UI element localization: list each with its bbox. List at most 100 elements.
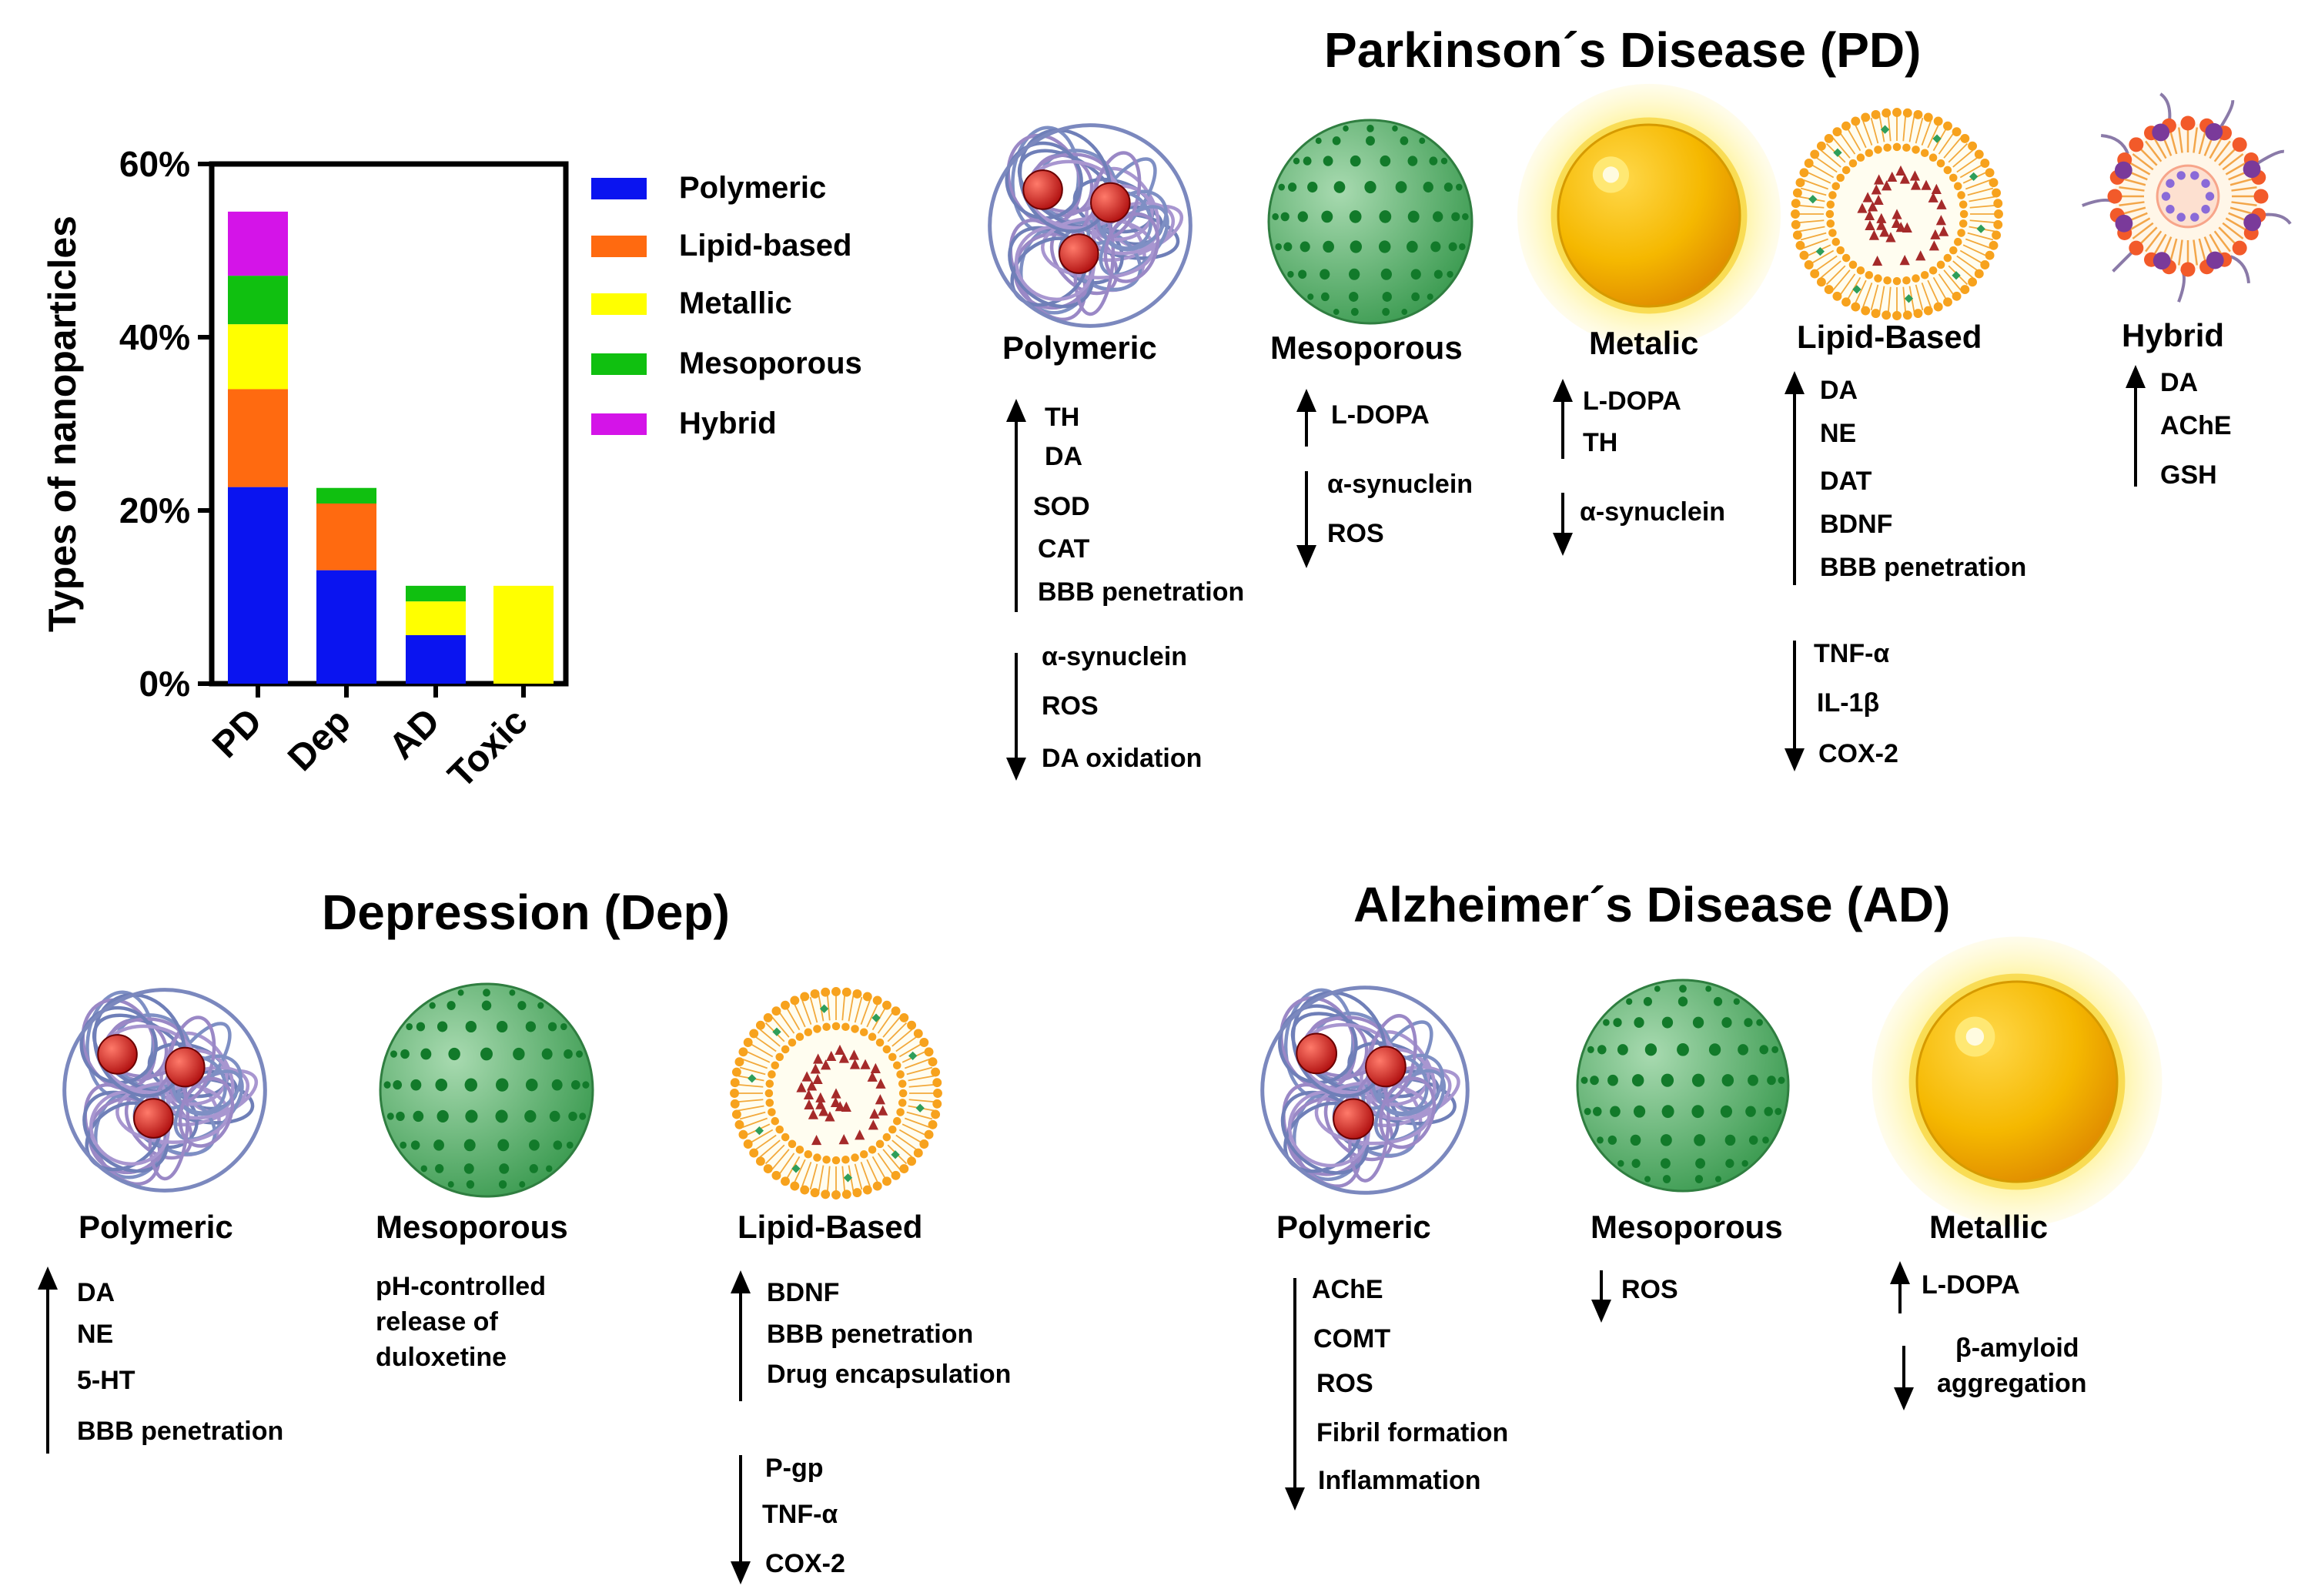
membrane-protein <box>891 1150 900 1159</box>
lipid-head <box>1953 182 1962 191</box>
pore <box>1713 996 1723 1006</box>
pore <box>1429 156 1438 166</box>
ad-mesoporous-down-arrow-head <box>1591 1300 1611 1323</box>
legend-label: Metallic <box>679 286 792 320</box>
drug-cargo <box>1887 171 1898 182</box>
lipid-head <box>1841 166 1851 175</box>
pore <box>1410 269 1421 280</box>
lipid-head <box>1920 270 1929 279</box>
lipid-head <box>731 1067 741 1077</box>
lipid-head <box>730 1099 740 1109</box>
pd-lipid-down-effect: COX-2 <box>1818 739 1898 768</box>
lipid-head <box>1836 246 1845 255</box>
lipid-head <box>841 1189 851 1200</box>
pore <box>1617 1044 1628 1056</box>
pore <box>1607 1135 1617 1145</box>
pore <box>529 1139 540 1151</box>
pore <box>1634 1017 1644 1029</box>
lipid-head <box>768 1070 776 1079</box>
lipid-tail <box>2229 177 2256 186</box>
lipid-head <box>810 1188 820 1198</box>
lipid-tail <box>2119 186 2145 192</box>
pore <box>1654 985 1661 992</box>
lipid-head <box>738 1129 748 1139</box>
pd-title: Parkinson´s Disease (PD) <box>1324 22 1922 78</box>
drug-bead <box>1090 182 1131 223</box>
pore <box>1280 212 1289 222</box>
pd-mesoporous-label: Mesoporous <box>1270 330 1463 366</box>
pore <box>1320 269 1330 280</box>
legend-label: Lipid-based <box>679 229 852 263</box>
lipid-tail <box>841 994 846 1021</box>
pd-polymeric-up-arrow-head <box>1006 399 1026 422</box>
pore <box>1333 181 1346 193</box>
pd-lipid-up-effect: BDNF <box>1820 510 1893 539</box>
pore <box>406 1022 413 1031</box>
membrane-protein <box>1833 148 1842 157</box>
drug-cargo <box>1930 229 1941 239</box>
x-tick-label: PD <box>205 701 270 766</box>
pore <box>1607 1074 1618 1086</box>
pd-mesoporous-down-effect: ROS <box>1327 519 1384 548</box>
pore <box>1764 1106 1773 1116</box>
lipid-tail <box>1870 284 1879 311</box>
pore <box>1448 242 1457 252</box>
pore <box>1288 182 1297 192</box>
lipid-tail <box>1956 255 1979 272</box>
pore <box>1587 1046 1594 1054</box>
lipid-tail <box>1887 286 1892 313</box>
lipid-tail <box>2120 177 2146 186</box>
pore <box>1298 269 1307 279</box>
pd-polymeric-up-effect: BBB penetration <box>1038 577 1245 607</box>
lipid-head <box>852 1188 862 1198</box>
lipid-head <box>928 1057 938 1067</box>
lipid-head <box>800 1185 810 1195</box>
pore <box>386 1113 394 1120</box>
pore <box>1323 156 1333 166</box>
membrane-protein <box>908 1051 918 1061</box>
pore <box>579 1113 587 1120</box>
lipid-tail <box>898 1129 923 1144</box>
drug-cargo <box>2205 192 2215 201</box>
legend-swatch <box>591 293 647 315</box>
legend-label: Hybrid <box>679 407 777 440</box>
lipid-tail <box>764 1144 785 1165</box>
lipid-head <box>788 1038 797 1047</box>
lipid-head <box>1841 253 1851 263</box>
lipid-tail <box>1832 137 1851 159</box>
drug-bead <box>133 1098 174 1139</box>
pore <box>1433 211 1443 223</box>
drug-cargo <box>1876 219 1887 230</box>
lipid-head <box>1943 166 1952 175</box>
polymer-strand <box>1287 1089 1371 1168</box>
lipid-head <box>1836 173 1845 182</box>
pore <box>1714 1176 1721 1183</box>
lipid-head <box>841 1022 850 1032</box>
pore <box>1307 182 1318 193</box>
drug-cargo <box>2201 179 2210 188</box>
lipid-tail <box>887 1022 908 1042</box>
pore <box>393 1080 403 1090</box>
pore <box>1678 996 1688 1007</box>
lipid-head <box>795 1032 804 1041</box>
lipid-head <box>1851 302 1861 312</box>
drug-bead <box>1022 169 1063 210</box>
drug-cargo <box>801 1071 812 1082</box>
protein-anchor <box>2152 123 2170 142</box>
lipid-tail <box>1959 249 1984 265</box>
lipid-head <box>1943 253 1952 263</box>
pd-polymeric-down-arrow-head <box>1006 758 1026 781</box>
pore <box>1300 241 1310 253</box>
lipid-head <box>2129 240 2144 256</box>
lipid-head <box>928 1119 938 1129</box>
pore <box>435 1078 448 1092</box>
bar-segment-toxic-metallic <box>493 585 554 684</box>
pore <box>1378 240 1391 253</box>
lipid-head <box>872 1181 882 1191</box>
pore <box>547 1022 557 1032</box>
legend-swatch <box>591 177 647 199</box>
pore <box>1691 1073 1705 1087</box>
lipid-head <box>831 1156 841 1165</box>
lipid-tail <box>906 1066 933 1076</box>
x-tick-label: Toxic <box>440 701 536 796</box>
